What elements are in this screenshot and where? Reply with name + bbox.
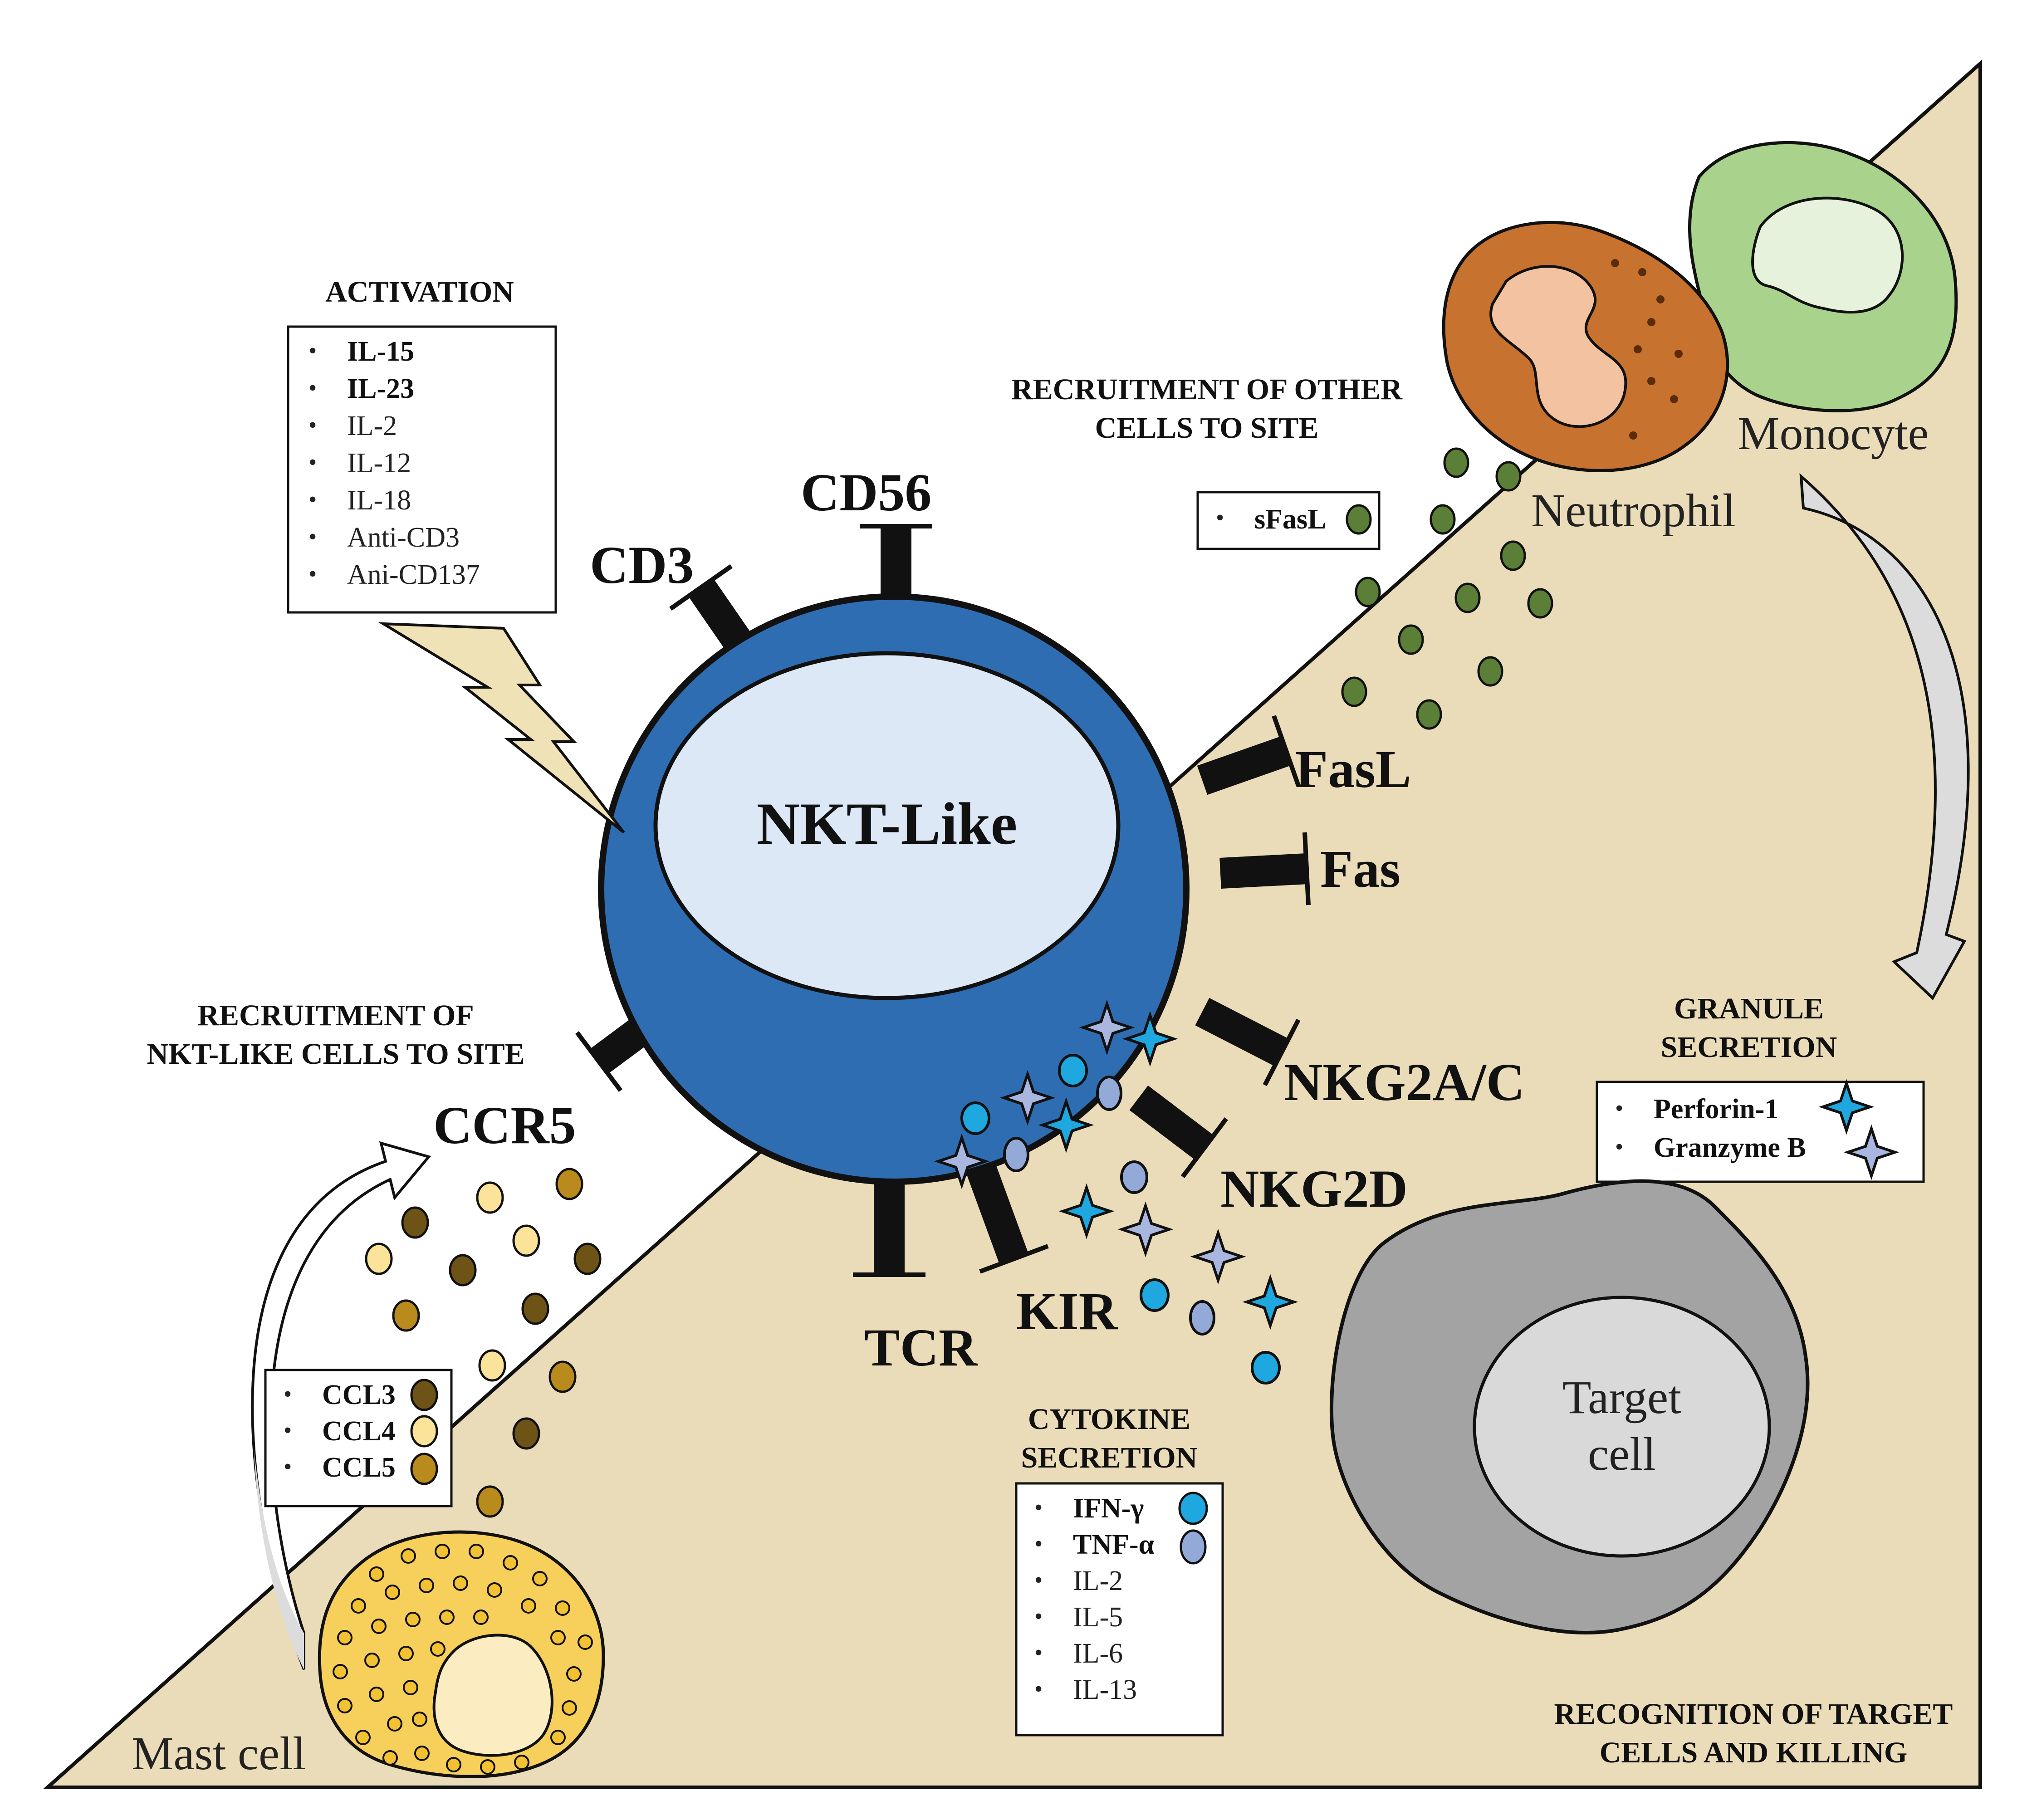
chemokine-item: CCL5	[322, 1452, 396, 1483]
svg-text:•: •	[308, 450, 317, 475]
sfasl-dots	[1341, 447, 1553, 730]
receptor-fasl: FasL	[1295, 739, 1411, 799]
secreted-granules	[1063, 1160, 1294, 1385]
recruit-other-title-line1: RECRUITMENT OF OTHER	[1011, 373, 1403, 406]
target-nucleus	[1473, 1296, 1771, 1558]
activation-item: Anti-CD3	[347, 522, 460, 553]
mast-granules	[333, 1544, 593, 1775]
svg-text:•: •	[308, 338, 317, 364]
svg-text:•: •	[1034, 1567, 1043, 1593]
target-label-line1: Target	[1562, 1371, 1681, 1424]
svg-text:•: •	[1034, 1495, 1043, 1521]
svg-text:•: •	[1615, 1134, 1623, 1160]
cytokine-item: TNF-α	[1073, 1529, 1154, 1560]
activation-title: ACTIVATION	[325, 275, 514, 308]
cytokine-item: IL-6	[1073, 1638, 1123, 1669]
svg-text:•: •	[1034, 1604, 1043, 1629]
tnf-alpha-dot	[1180, 1529, 1207, 1565]
receptor-tcr: TCR	[864, 1318, 978, 1377]
recognition-title-line1: RECOGNITION OF TARGET	[1554, 1698, 1953, 1731]
svg-text:•: •	[1034, 1531, 1043, 1557]
svg-text:•: •	[1615, 1096, 1623, 1121]
lightning-bolt-icon	[378, 622, 625, 834]
cytokine-box	[1015, 1482, 1224, 1737]
recruit-other-title-line2: CELLS TO SITE	[1095, 411, 1319, 445]
target-label-line2: cell	[1588, 1428, 1656, 1480]
ccl5-dot	[410, 1453, 438, 1485]
monocyte-label: Monocyte	[1738, 407, 1929, 460]
cytokine-item: IL-13	[1073, 1674, 1137, 1705]
svg-text:•: •	[308, 412, 317, 438]
granule-item-granzyme: Granzyme B	[1654, 1132, 1806, 1163]
chemokine-dots	[365, 1168, 602, 1518]
activation-item: IL-12	[347, 448, 411, 479]
receptor-cd3: CD3	[590, 535, 694, 595]
ccl3-dot	[410, 1379, 438, 1411]
cytokine-item: IL-5	[1073, 1602, 1123, 1633]
granule-title-line2: SECRETION	[1661, 1031, 1837, 1064]
recruit-nkt-title-line1: RECRUITMENT OF	[197, 999, 474, 1032]
recruit-nkt-title-line2: NKT-LIKE CELLS TO SITE	[147, 1037, 524, 1071]
receptor-nkg2ac: NKG2A/C	[1284, 1052, 1525, 1112]
monocyte-cell	[1688, 141, 1958, 412]
neutrophil-label: Neutrophil	[1531, 484, 1736, 537]
svg-text:•: •	[284, 1454, 292, 1480]
activation-item: IL-23	[347, 373, 414, 404]
activation-item: IL-15	[347, 336, 414, 367]
svg-text:•: •	[284, 1418, 292, 1443]
activation-box	[287, 325, 557, 614]
nkt-cell: NKT-Like	[598, 593, 1190, 1185]
receptor-ccr5: CCR5	[433, 1096, 576, 1155]
curved-arrow-icon	[1799, 473, 1970, 1000]
intracellular-granules	[938, 1004, 1174, 1185]
target-cell: Target cell	[1329, 1179, 1810, 1634]
ifn-gamma-dot	[1178, 1492, 1208, 1525]
neutrophil-cell	[1442, 220, 1729, 472]
svg-text:•: •	[1034, 1676, 1043, 1702]
receptor-nkg2d: NKG2D	[1220, 1159, 1408, 1218]
granule-item-perforin: Perforin-1	[1654, 1094, 1778, 1125]
activation-item: Ani-CD137	[347, 559, 480, 590]
nkt-cell-label: NKT-Like	[757, 790, 1018, 857]
chemokine-item: CCL3	[322, 1380, 396, 1410]
granule-title-line1: GRANULE	[1674, 992, 1824, 1025]
svg-text:•: •	[1216, 505, 1224, 531]
chemokine-item: CCL4	[322, 1416, 396, 1447]
receptor-kir: KIR	[1016, 1282, 1118, 1341]
ccl4-dot	[410, 1415, 438, 1448]
mast-cell-label: Mast cell	[132, 1727, 306, 1780]
svg-text:•: •	[308, 487, 317, 513]
cytokine-list: • IFN-γ • TNF-α • IL-2 • IL-5 • IL-6 • IL-13	[1034, 1492, 1208, 1705]
svg-text:•: •	[1034, 1640, 1043, 1666]
cytokine-item: IFN-γ	[1073, 1493, 1144, 1524]
activation-list: • IL-15 • IL-23 • IL-2 • IL-12 • IL-18 • Anti-…	[308, 336, 480, 590]
receptor-fas: Fas	[1320, 839, 1400, 899]
activation-item: IL-2	[347, 411, 397, 441]
cytokine-title-line2: SECRETION	[1021, 1441, 1198, 1474]
sfasl-legend-dot	[1346, 504, 1372, 535]
receptor-cd56: CD56	[801, 463, 931, 522]
activation-item: IL-18	[347, 485, 411, 516]
nkt-nucleus	[653, 651, 1121, 1000]
sfasl-label: sFasL	[1254, 504, 1326, 535]
svg-text:•: •	[308, 375, 317, 401]
svg-text:•: •	[308, 524, 317, 550]
recognition-title-line2: CELLS AND KILLING	[1600, 1736, 1908, 1769]
svg-text:•: •	[308, 561, 317, 587]
svg-text:•: •	[284, 1381, 292, 1407]
mast-cell	[318, 1530, 605, 1778]
cytokine-title-line1: CYTOKINE	[1028, 1403, 1190, 1436]
cytokine-item: IL-2	[1073, 1566, 1123, 1596]
